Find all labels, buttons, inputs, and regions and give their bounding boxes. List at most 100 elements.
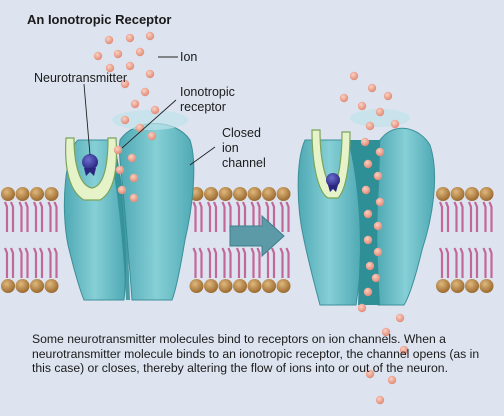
lipid-head bbox=[204, 279, 218, 293]
membrane-heads bbox=[1, 187, 494, 293]
ion-particle bbox=[113, 145, 123, 155]
lipid-head bbox=[30, 279, 44, 293]
lipid-tail bbox=[453, 201, 458, 232]
leader-lines bbox=[83, 56, 216, 166]
label-ionotropic: Ionotropic bbox=[180, 85, 235, 99]
lipid-tail bbox=[53, 201, 58, 232]
ion-particle bbox=[365, 369, 375, 379]
ion-particle bbox=[395, 313, 405, 323]
caption: Some neurotransmitter molecules bind to … bbox=[32, 332, 480, 376]
lipid-head bbox=[218, 279, 233, 293]
lipid-tail bbox=[18, 201, 23, 232]
lipid-tail bbox=[473, 247, 479, 278]
ion-particle bbox=[125, 33, 135, 43]
ion-particle bbox=[375, 395, 385, 405]
lipid-head bbox=[276, 279, 291, 293]
ion-particle bbox=[365, 261, 375, 271]
ion-particle bbox=[357, 303, 367, 313]
lipid-head bbox=[465, 279, 479, 293]
lipid-head bbox=[247, 279, 262, 293]
lipid-head bbox=[30, 187, 44, 201]
lipid-head bbox=[44, 187, 59, 201]
lipid-tail bbox=[221, 247, 226, 278]
membrane-tails bbox=[3, 201, 493, 278]
lipid-head bbox=[465, 187, 479, 201]
lipid-head bbox=[436, 187, 450, 201]
ion-particle bbox=[147, 131, 157, 141]
ion-particle bbox=[371, 273, 381, 283]
ion-particle bbox=[357, 101, 367, 111]
neurotransmitter-left bbox=[82, 154, 98, 176]
ion-particle bbox=[117, 185, 127, 195]
ion-particle bbox=[375, 147, 385, 157]
lipid-tail bbox=[24, 247, 29, 278]
lipid-tail bbox=[285, 247, 290, 278]
ion-particle bbox=[373, 221, 383, 231]
label-channel: channel bbox=[222, 156, 266, 170]
ion-particle bbox=[129, 173, 139, 183]
ion-particle bbox=[381, 327, 391, 337]
lipid-tail bbox=[38, 247, 44, 278]
ion-particle bbox=[349, 71, 359, 81]
lipid-head bbox=[233, 187, 247, 201]
ion-particle bbox=[105, 63, 115, 73]
lipid-head bbox=[450, 187, 465, 201]
lipid-head bbox=[218, 187, 233, 201]
lipid-tail bbox=[444, 247, 450, 278]
neurotransmitter-right bbox=[326, 173, 340, 192]
ion-particle bbox=[113, 49, 123, 59]
closed-ion-channel bbox=[63, 110, 195, 301]
lipid-tail bbox=[38, 201, 44, 232]
lipid-head bbox=[479, 187, 494, 201]
lipid-head bbox=[450, 279, 465, 293]
diagram-title: An Ionotropic Receptor bbox=[27, 12, 172, 27]
lipid-tail bbox=[444, 201, 450, 232]
label-neurotransmitter: Neurotransmitter bbox=[34, 71, 128, 85]
lipid-head bbox=[436, 279, 450, 293]
lipid-head bbox=[262, 187, 276, 201]
ion-particle bbox=[145, 31, 155, 41]
ion-particle bbox=[150, 105, 160, 115]
ion-particle bbox=[120, 115, 130, 125]
lipid-tail bbox=[206, 247, 212, 278]
ion-particle bbox=[127, 153, 137, 163]
lipid-tail bbox=[32, 201, 38, 232]
label-receptor: receptor bbox=[180, 100, 226, 114]
ion-particle bbox=[129, 193, 139, 203]
lipid-head bbox=[276, 187, 291, 201]
lipid-tail bbox=[473, 201, 479, 232]
lipid-head bbox=[204, 187, 218, 201]
ion-particle bbox=[115, 165, 125, 175]
lipid-tail bbox=[221, 201, 226, 232]
lipid-tail bbox=[459, 201, 464, 232]
lipid-tail bbox=[47, 201, 52, 232]
lipid-tail bbox=[264, 247, 270, 278]
lipid-tail bbox=[250, 247, 255, 278]
lipid-tail bbox=[192, 201, 197, 232]
lipid-head bbox=[189, 279, 204, 293]
ion-particle bbox=[130, 99, 140, 109]
lipid-tail bbox=[32, 247, 38, 278]
lipid-tail bbox=[279, 247, 284, 278]
lipid-tail bbox=[18, 247, 23, 278]
lipid-tail bbox=[198, 247, 203, 278]
ion-particle bbox=[383, 91, 393, 101]
lipid-tail bbox=[488, 247, 493, 278]
lipid-tail bbox=[488, 201, 493, 232]
label-ion-word: ion bbox=[222, 141, 239, 155]
lipid-tail bbox=[53, 247, 58, 278]
lipid-tail bbox=[482, 247, 487, 278]
label-closed: Closed bbox=[222, 126, 261, 140]
lipid-tail bbox=[241, 247, 247, 278]
ion-particle bbox=[363, 159, 373, 169]
lipid-tail bbox=[270, 247, 276, 278]
lipid-head bbox=[1, 187, 15, 201]
ions bbox=[93, 31, 409, 405]
lipid-tail bbox=[192, 247, 197, 278]
ion-particle bbox=[104, 35, 114, 45]
lipid-tail bbox=[227, 247, 232, 278]
lipid-head bbox=[233, 279, 247, 293]
ion-particle bbox=[339, 93, 349, 103]
lipid-tail bbox=[467, 201, 473, 232]
ion-particle bbox=[361, 185, 371, 195]
